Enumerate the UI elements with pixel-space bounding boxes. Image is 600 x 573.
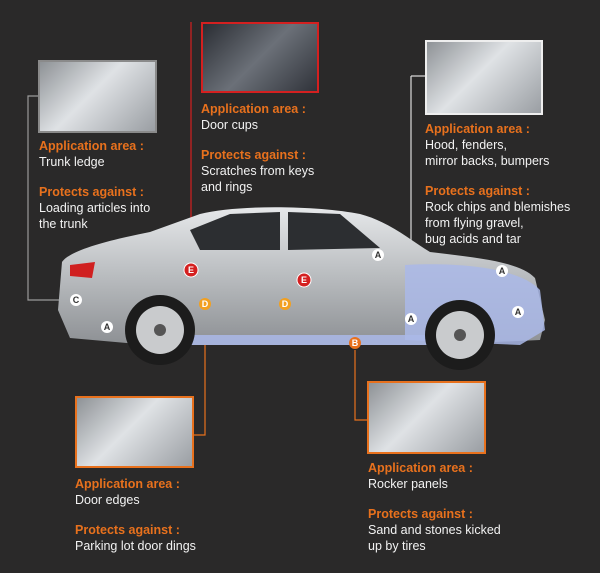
marker-a: A	[104, 322, 111, 332]
marker-a: A	[408, 314, 415, 324]
protect-line: Scratches from keys	[201, 164, 315, 178]
area-value: Rocker panels	[368, 477, 448, 491]
marker-a: A	[515, 307, 522, 317]
area-label: Application area :	[201, 102, 306, 116]
callout-door-edges: Application area : Door edges Protects a…	[75, 476, 196, 554]
area-value: Trunk ledge	[39, 155, 105, 169]
door-cups-photo	[201, 22, 319, 93]
protect-line: from flying gravel,	[425, 216, 524, 230]
door-edges-photo	[75, 396, 194, 468]
area-value: Hood, fenders, mirror backs, bumpers	[425, 138, 550, 168]
protect-label: Protects against :	[368, 507, 473, 521]
marker-a: A	[375, 250, 382, 260]
area-label: Application area :	[39, 139, 144, 153]
connector-b	[354, 350, 367, 421]
protect-line: Loading articles into	[39, 201, 151, 215]
marker-b: B	[352, 338, 359, 348]
marker-e: E	[301, 275, 307, 285]
callout-door-cups: Application area : Door cups Protects ag…	[201, 101, 314, 195]
protect-label: Protects against :	[201, 148, 306, 162]
area-label: Application area :	[75, 477, 180, 491]
marker-d: D	[282, 299, 289, 309]
area-value: Door edges	[75, 493, 140, 507]
front-window	[288, 212, 380, 250]
rocker-panels-photo	[367, 381, 486, 454]
marker-a: A	[499, 266, 506, 276]
hood-photo	[425, 40, 543, 115]
protect-line: Rock chips and blemishes	[425, 200, 571, 214]
marker-e: E	[188, 265, 194, 275]
callout-hood: Application area : Hood, fenders, mirror…	[425, 121, 570, 247]
connector-d	[193, 310, 206, 436]
area-label: Application area :	[368, 461, 473, 475]
trunk-ledge-photo	[38, 60, 157, 133]
protect-label: Protects against :	[39, 185, 144, 199]
callout-rocker-panels: Application area : Rocker panels Protect…	[368, 460, 501, 554]
callout-trunk-ledge: Application area : Trunk ledge Protects …	[39, 138, 150, 232]
connector-c	[27, 95, 70, 301]
protect-line: bug acids and tar	[425, 232, 521, 246]
rear-window	[190, 212, 280, 250]
area-value: Door cups	[201, 118, 258, 132]
protect-line: Parking lot door dings	[75, 539, 196, 553]
protect-line: up by tires	[368, 539, 426, 553]
protect-label: Protects against :	[425, 184, 530, 198]
area-label: Application area :	[425, 122, 530, 136]
protect-line: and rings	[201, 180, 253, 194]
protect-line: the trunk	[39, 217, 88, 231]
marker-d: D	[202, 299, 209, 309]
marker-c: C	[73, 295, 80, 305]
tail-light	[70, 262, 95, 278]
protect-label: Protects against :	[75, 523, 180, 537]
protect-line: Sand and stones kicked	[368, 523, 501, 537]
